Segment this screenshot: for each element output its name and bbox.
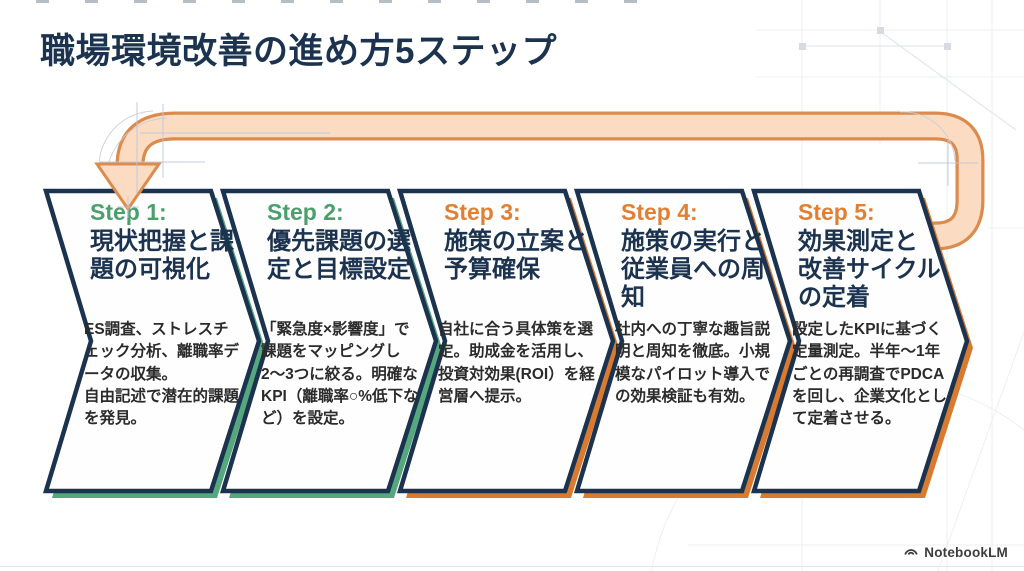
step-title: 施策の実行と 従業員への周 知 bbox=[621, 227, 765, 311]
footer-branding: NotebookLM bbox=[903, 544, 1008, 560]
page-title: 職場環境改善の進め方5ステップ bbox=[40, 32, 557, 71]
step-title: 効果測定と 改善サイクル の定着 bbox=[798, 227, 941, 311]
chevron-shape bbox=[220, 188, 442, 498]
step-label: Step 2: bbox=[267, 199, 344, 225]
step-description: 社内への丁寧な趣旨説明と周知を徹底。小規模なパイロット導入での効果検証も有効。 bbox=[615, 321, 771, 405]
step-heading: Step 4:施策の実行と 従業員への周 知 bbox=[621, 199, 777, 312]
notebooklm-logo-icon bbox=[904, 549, 918, 555]
chevron-shape bbox=[397, 188, 619, 498]
step-label: Step 4: bbox=[621, 199, 698, 225]
step-label: Step 5: bbox=[798, 199, 875, 225]
cropped-content-dashes bbox=[36, 0, 646, 3]
step-3-chevron: Step 3:施策の立案と 予算確保自社に合う具体策を選定。助成金を活用し、投資… bbox=[397, 188, 625, 504]
step-title: 現状把握と課 題の可視化 bbox=[90, 227, 234, 283]
brand-text: NotebookLM bbox=[924, 544, 1008, 560]
chevron-shape bbox=[574, 188, 796, 498]
chevron-shape bbox=[751, 188, 973, 498]
step-description: 設定したKPIに基づく定量測定。半年〜1年ごとの再調査でPDCAを回し、企業文化… bbox=[792, 321, 948, 428]
step-4-chevron: Step 4:施策の実行と 従業員への周 知社内への丁寧な趣旨説明と周知を徹底。… bbox=[574, 188, 802, 504]
guide-crosshair-marks bbox=[100, 102, 978, 218]
chevron-shape bbox=[43, 188, 265, 498]
step-heading: Step 5:効果測定と 改善サイクル の定着 bbox=[798, 199, 954, 312]
step-description: 自社に合う具体策を選定。助成金を活用し、投資対効果(ROI）を経営層へ提示。 bbox=[438, 321, 595, 405]
step-heading: Step 3:施策の立案と 予算確保 bbox=[444, 199, 600, 284]
step-description: ES調査、ストレスチェック分析、離職率データの収集。 自由記述で潜在的課題を発見… bbox=[84, 321, 240, 428]
step-title: 施策の立案と 予算確保 bbox=[444, 227, 588, 283]
step-title: 優先課題の選 定と目標設定 bbox=[267, 227, 411, 283]
step-description: 「緊急度×影響度」で課題をマッピングし2〜3つに絞る。明確なKPI（離職率○%低… bbox=[261, 321, 419, 428]
step-5-chevron: Step 5:効果測定と 改善サイクル の定着設定したKPIに基づく定量測定。半… bbox=[751, 188, 979, 504]
step-2-chevron: Step 2:優先課題の選 定と目標設定「緊急度×影響度」で課題をマッピングし2… bbox=[220, 188, 448, 504]
step-label: Step 3: bbox=[444, 199, 521, 225]
step-heading: Step 2:優先課題の選 定と目標設定 bbox=[267, 199, 423, 284]
